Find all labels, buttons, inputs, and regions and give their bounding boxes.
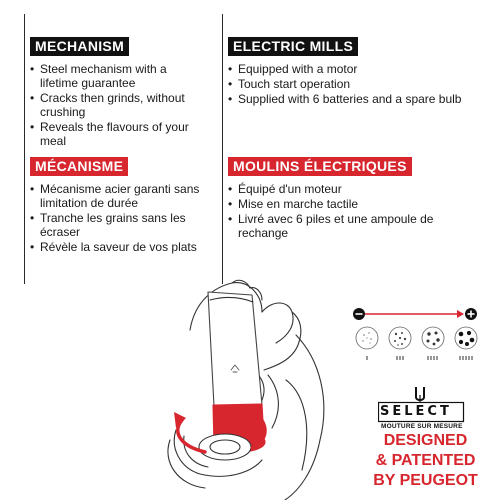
select-wordmark: SELECT	[380, 404, 452, 419]
left-divider-line	[24, 14, 25, 284]
plus-icon	[465, 308, 477, 320]
electric-fr-list: Équipé d'un moteur Mise en marche tactil…	[228, 182, 443, 241]
rotate-arrow-icon	[174, 412, 267, 454]
list-item: Tranche les grains sans les écraser	[30, 211, 200, 239]
list-item: Cracks then grinds, without crushing	[30, 91, 190, 119]
center-divider-line	[222, 14, 223, 284]
slogan-line-2: & PATENTED	[375, 452, 476, 469]
slogan-line-3: BY PEUGEOT	[373, 472, 478, 489]
list-item: Mise en marche tactile	[228, 197, 443, 211]
grind-coarseness-scale	[353, 308, 478, 360]
mechanism-en-list: Steel mechanism with a lifetime guarante…	[30, 62, 190, 149]
list-item: Révèle la saveur de vos plats	[30, 240, 200, 254]
list-item: Supplied with 6 batteries and a spare bu…	[228, 92, 478, 106]
minus-icon	[353, 308, 365, 320]
mechanism-en-heading: MECHANISM	[30, 37, 130, 56]
select-logo	[378, 387, 465, 423]
grind-level-2	[388, 326, 412, 360]
grind-level-4	[454, 326, 478, 360]
mechanism-fr-list: Mécanisme acier garanti sans limitation …	[30, 182, 200, 255]
list-item: Equipped with a motor	[228, 62, 478, 76]
slogan-line-1: DESIGNED	[383, 432, 468, 449]
list-item: Reveals the flavours of your meal	[30, 120, 190, 148]
select-subtitle: MOUTURE SUR MESURE	[381, 423, 463, 430]
list-item: Livré avec 6 piles et une ampoule de rec…	[228, 212, 443, 240]
list-item: Steel mechanism with a lifetime guarante…	[30, 62, 190, 90]
list-item: Équipé d'un moteur	[228, 182, 443, 196]
electric-en-heading: ELECTRIC MILLS	[228, 37, 359, 56]
list-item: Touch start operation	[228, 77, 478, 91]
grind-level-3	[421, 326, 445, 360]
list-item: Mécanisme acier garanti sans limitation …	[30, 182, 200, 210]
electric-en-list: Equipped with a motor Touch start operat…	[228, 62, 478, 107]
electric-fr-heading: MOULINS ÉLECTRIQUES	[228, 157, 412, 176]
mechanism-fr-heading: MÉCANISME	[30, 157, 129, 176]
grind-level-1	[355, 326, 379, 360]
